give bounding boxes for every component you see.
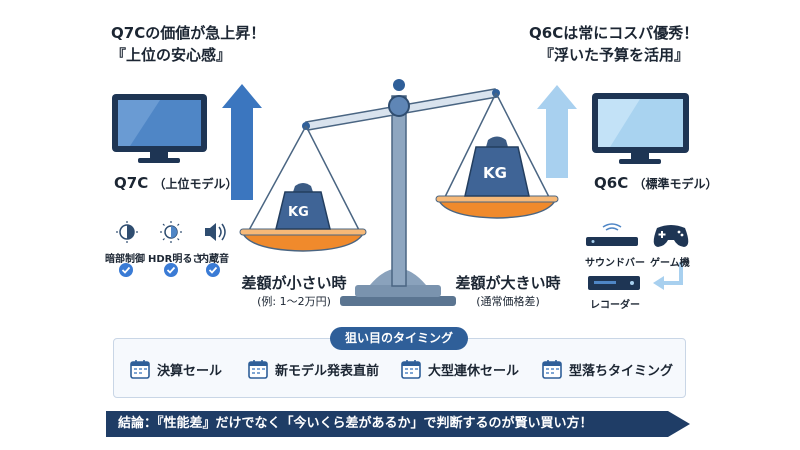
balance-scale-icon (239, 79, 559, 306)
left-tv-model-note: （上位モデル） (153, 177, 238, 191)
right-tv-label: Q6C （標準モデル） (594, 174, 717, 192)
left-tv-icon (112, 94, 207, 163)
timing-item: 大型連休セール (400, 358, 519, 380)
check-icon (164, 263, 178, 277)
timing-label: 大型連休セール (428, 363, 520, 379)
conclusion-banner (106, 411, 690, 437)
large-diff-caption: 差額が大きい時 (通常価格差) (446, 272, 570, 309)
check-icon (206, 263, 220, 277)
feature-label-contrast: 暗部制御 (105, 254, 145, 265)
check-icon (119, 263, 133, 277)
calendar-icon (248, 360, 268, 379)
small-diff-main: 差額が小さい時 (241, 274, 347, 292)
small-diff-caption: 差額が小さい時 (例: 1～2万円) (232, 272, 356, 309)
device-label-soundbar: サウンドバー (585, 258, 645, 269)
timing-label: 決算セール (157, 363, 223, 379)
timing-item: 決算セール (129, 358, 222, 380)
device-label-gamepad: ゲーム機 (650, 258, 690, 269)
gamepad-icon (653, 225, 689, 247)
right-headline: Q6Cは常にコスパ優秀！ 『浮いた予算を活用』 (529, 22, 699, 66)
left-headline: Q7Cの価値が急上昇！ 『上位の安心感』 (111, 22, 265, 66)
contrast-icon (116, 221, 138, 243)
recorder-icon (588, 276, 640, 290)
timing-item: 新モデル発表直前 (247, 358, 379, 380)
large-diff-sub: (通常価格差) (476, 295, 540, 308)
right-up-arrow-icon (537, 85, 577, 178)
timing-label: 新モデル発表直前 (275, 363, 380, 379)
left-tv-label: Q7C （上位モデル） (114, 174, 237, 192)
feature-label-brightness: HDR明るさ (148, 254, 203, 265)
soundbar-icon (586, 223, 638, 246)
large-diff-main: 差額が大きい時 (455, 274, 561, 292)
right-tv-icon (592, 93, 689, 164)
right-headline-line2: 『浮いた予算を活用』 (538, 46, 689, 64)
speaker-icon (205, 223, 226, 241)
small-diff-sub: (例: 1～2万円) (257, 295, 331, 308)
left-weight-label: KG (288, 205, 309, 220)
right-tv-model: Q6C (594, 174, 629, 192)
left-tv-model: Q7C (114, 174, 149, 192)
calendar-icon (130, 360, 150, 379)
left-headline-line1: Q7Cの価値が急上昇！ (111, 24, 266, 42)
return-arrow-icon (653, 262, 683, 290)
left-up-arrow-icon (222, 84, 262, 200)
right-weight-label: KG (483, 164, 507, 182)
right-headline-line1: Q6Cは常にコスパ優秀！ (529, 24, 699, 42)
right-tv-model-note: （標準モデル） (633, 177, 718, 191)
calendar-icon (401, 360, 421, 379)
timing-label: 型落ちタイミング (569, 363, 674, 379)
conclusion-text: 結論：『性能差』だけでなく「今いくら差があるか」で判断するのが賢い買い方！ (118, 416, 593, 431)
timing-item: 型落ちタイミング (541, 358, 673, 380)
timing-title: 狙い目のタイミング (330, 327, 468, 350)
calendar-icon (542, 360, 562, 379)
left-headline-line2: 『上位の安心感』 (111, 46, 232, 64)
device-label-recorder: レコーダー (590, 300, 640, 311)
brightness-icon (160, 221, 182, 243)
feature-label-speaker: 内蔵音 (199, 254, 229, 265)
